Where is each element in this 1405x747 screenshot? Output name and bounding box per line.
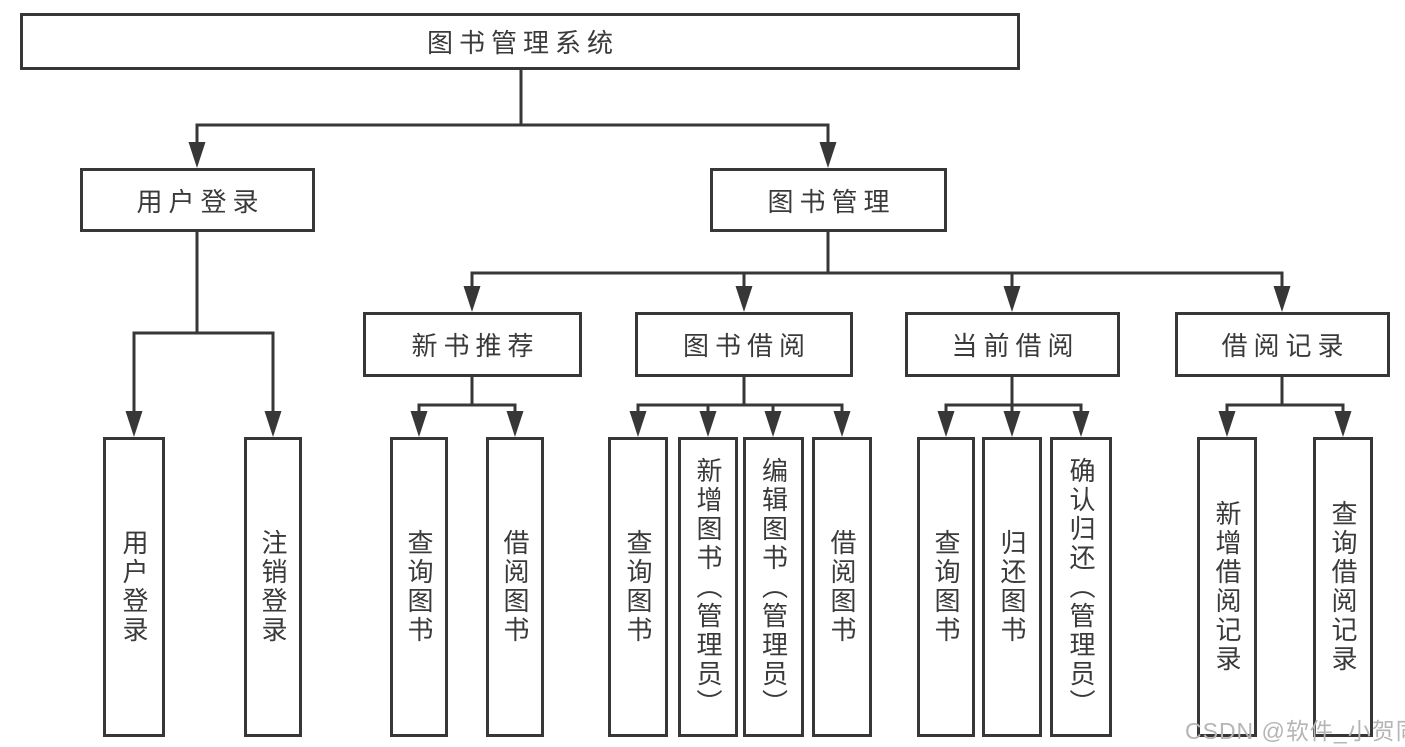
leaf-confirm-return-admin: 确认归还（管理员） [1050, 437, 1112, 737]
watermark: CSDN @软件_小贺同学 [1185, 718, 1405, 744]
leaf-query-books-recommend: 查询图书 [390, 437, 448, 737]
leaf-label: 新增图书（管理员） [693, 456, 723, 718]
node-book-management: 图书管理 [710, 168, 947, 232]
node-book-borrowing: 图书借阅 [635, 312, 853, 377]
leaf-label: 查询借阅记录 [1328, 500, 1358, 674]
leaf-label: 借阅图书 [500, 529, 530, 645]
leaf-borrow-books-borrowing: 借阅图书 [812, 437, 872, 737]
leaf-query-books-borrowing: 查询图书 [608, 437, 668, 737]
leaf-label: 查询图书 [623, 529, 653, 645]
leaf-label: 归还图书 [997, 529, 1027, 645]
leaf-borrow-books-recommend: 借阅图书 [486, 437, 544, 737]
leaf-add-borrow-record: 新增借阅记录 [1197, 437, 1257, 737]
node-user-login: 用户登录 [80, 168, 315, 232]
node-current-borrowing: 当前借阅 [905, 312, 1120, 377]
leaf-add-books-admin: 新增图书（管理员） [678, 437, 738, 737]
leaf-query-books-current: 查询图书 [917, 437, 975, 737]
leaf-label: 新增借阅记录 [1212, 500, 1242, 674]
leaf-label: 借阅图书 [827, 529, 857, 645]
leaf-label: 编辑图书（管理员） [758, 456, 789, 718]
leaf-label: 确认归还（管理员） [1066, 456, 1096, 718]
leaf-edit-books-admin: 编辑图书（管理员） [743, 437, 804, 737]
leaf-label: 查询图书 [404, 529, 434, 645]
leaf-user-login: 用户登录 [103, 437, 165, 737]
leaf-query-borrow-record: 查询借阅记录 [1313, 437, 1373, 737]
leaf-label: 用户登录 [119, 529, 149, 645]
node-library-system: 图书管理系统 [20, 13, 1020, 70]
leaf-label: 注销登录 [258, 529, 288, 645]
leaf-return-books: 归还图书 [982, 437, 1042, 737]
leaf-logout: 注销登录 [244, 437, 302, 737]
leaf-label: 查询图书 [931, 529, 961, 645]
node-new-book-recommendation: 新书推荐 [363, 312, 582, 377]
node-borrowing-records: 借阅记录 [1175, 312, 1390, 377]
